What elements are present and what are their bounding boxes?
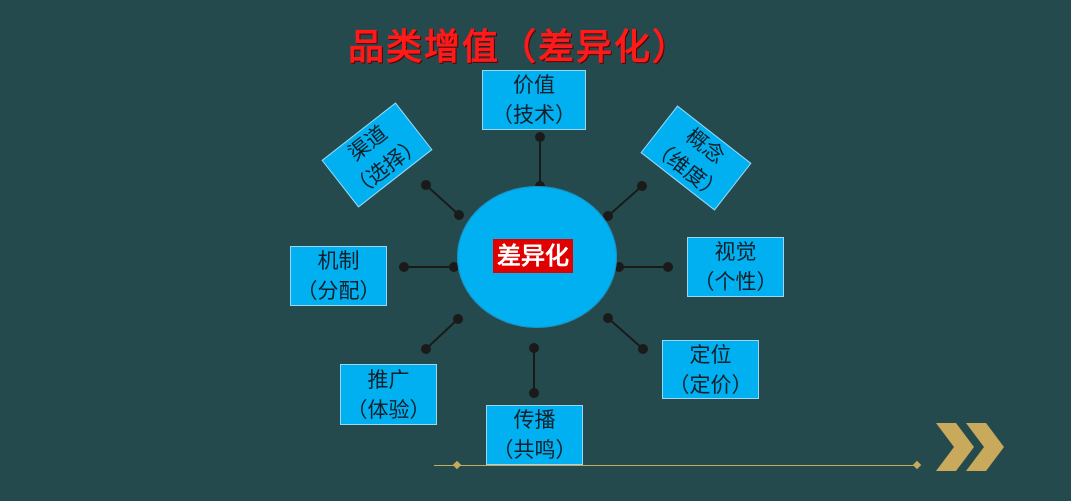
connector-top-right: [607, 185, 643, 217]
connector-dot: [529, 388, 539, 398]
node-line2: （技术）: [492, 103, 576, 127]
connector-bottom-left: [425, 318, 459, 350]
decorative-gold-line: [434, 465, 920, 466]
node-communication-resonance: 传播 （共鸣）: [486, 405, 583, 465]
connector-dot: [663, 262, 673, 272]
connector-dot: [638, 344, 648, 354]
node-positioning-pricing: 定位 （定价）: [662, 340, 759, 399]
connector-bottom-right: [607, 317, 644, 350]
node-line2: （定价）: [668, 372, 753, 397]
node-line1: 机制: [317, 249, 360, 273]
node-line2: （共鸣）: [492, 438, 577, 462]
connector-dot: [603, 313, 613, 323]
connector-dot: [453, 314, 463, 324]
connector-dot: [603, 211, 613, 221]
node-line2: （体验）: [346, 397, 431, 422]
node-mechanism-distribution: 机制 （分配）: [290, 246, 387, 306]
connector-dot: [535, 132, 545, 142]
node-line2: （个性）: [693, 270, 778, 294]
double-chevron-right-icon[interactable]: [936, 423, 1008, 471]
node-line1: 价值: [513, 73, 555, 97]
node-promotion-experience: 推广 （体验）: [340, 364, 437, 425]
node-line1: 传播: [513, 408, 556, 432]
connector-dot: [637, 181, 647, 191]
node-line1: 视觉: [714, 240, 757, 264]
connector-dot: [399, 262, 409, 272]
node-line1: 定位: [689, 342, 732, 367]
connector-dot: [421, 180, 431, 190]
hub-label: 差异化: [493, 239, 573, 273]
connector-dot: [454, 210, 464, 220]
node-visual-personality: 视觉 （个性）: [687, 237, 784, 297]
node-line1: 推广: [367, 367, 410, 392]
connector-top-left: [425, 184, 460, 216]
connector-dot: [421, 344, 431, 354]
node-line2: （分配）: [296, 279, 381, 303]
connector-dot: [529, 343, 539, 353]
diagram-title: 品类增值（差异化）: [348, 27, 691, 68]
node-value-tech: 价值 （技术）: [482, 70, 586, 130]
